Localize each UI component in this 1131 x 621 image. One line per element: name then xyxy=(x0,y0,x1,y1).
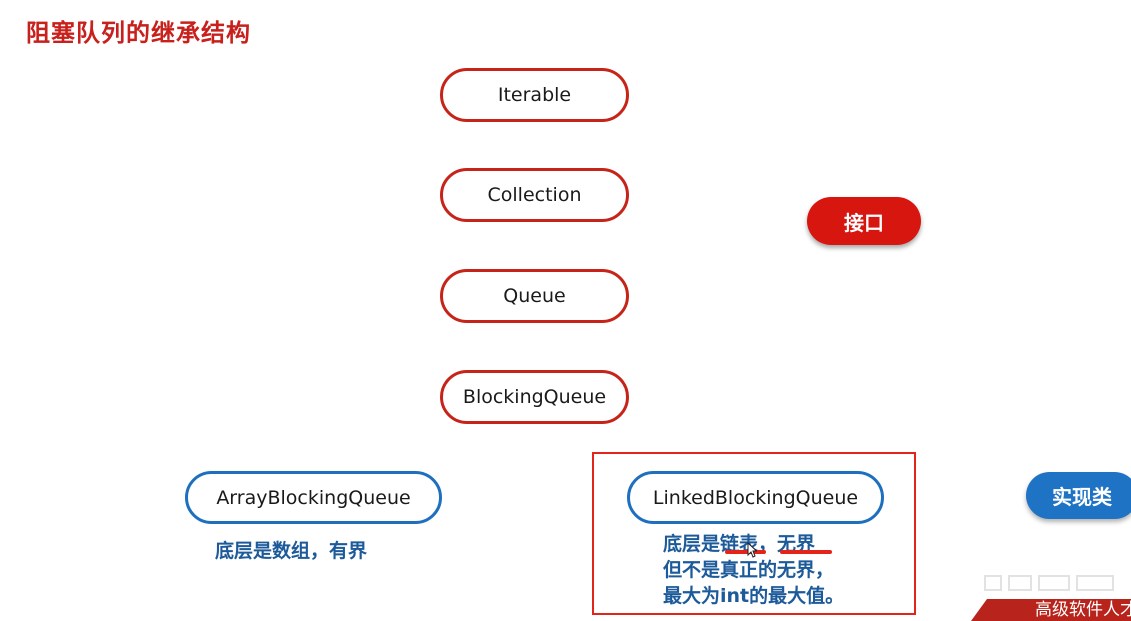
interface-badge: 接口 xyxy=(807,197,921,245)
corner-banner xyxy=(971,599,1131,621)
implementation-badge: 实现类 xyxy=(1026,472,1131,519)
linked-highlight-box xyxy=(592,452,916,615)
linked-note-line-3: 最大为int的最大值。 xyxy=(663,585,845,607)
page-title: 阻塞队列的继承结构 xyxy=(26,19,251,47)
underline-mark-linked-list xyxy=(725,550,766,554)
node-collection: Collection xyxy=(440,168,629,222)
node-array-blocking-queue: ArrayBlockingQueue xyxy=(185,471,442,524)
node-linked-blocking-queue: LinkedBlockingQueue xyxy=(627,471,884,524)
linked-note-line-2: 但不是真正的无界， xyxy=(663,559,835,581)
node-queue: Queue xyxy=(440,269,629,323)
array-note: 底层是数组，有界 xyxy=(215,540,368,562)
watermark-logo xyxy=(984,575,1114,591)
corner-banner-text: 高级软件人才 xyxy=(1035,600,1131,620)
linked-note-line-1: 底层是链表，无界 xyxy=(663,533,816,555)
mouse-cursor-icon xyxy=(747,542,757,558)
underline-mark-unbounded xyxy=(780,550,832,554)
node-iterable: Iterable xyxy=(440,68,629,122)
node-blocking-queue: BlockingQueue xyxy=(440,370,629,424)
